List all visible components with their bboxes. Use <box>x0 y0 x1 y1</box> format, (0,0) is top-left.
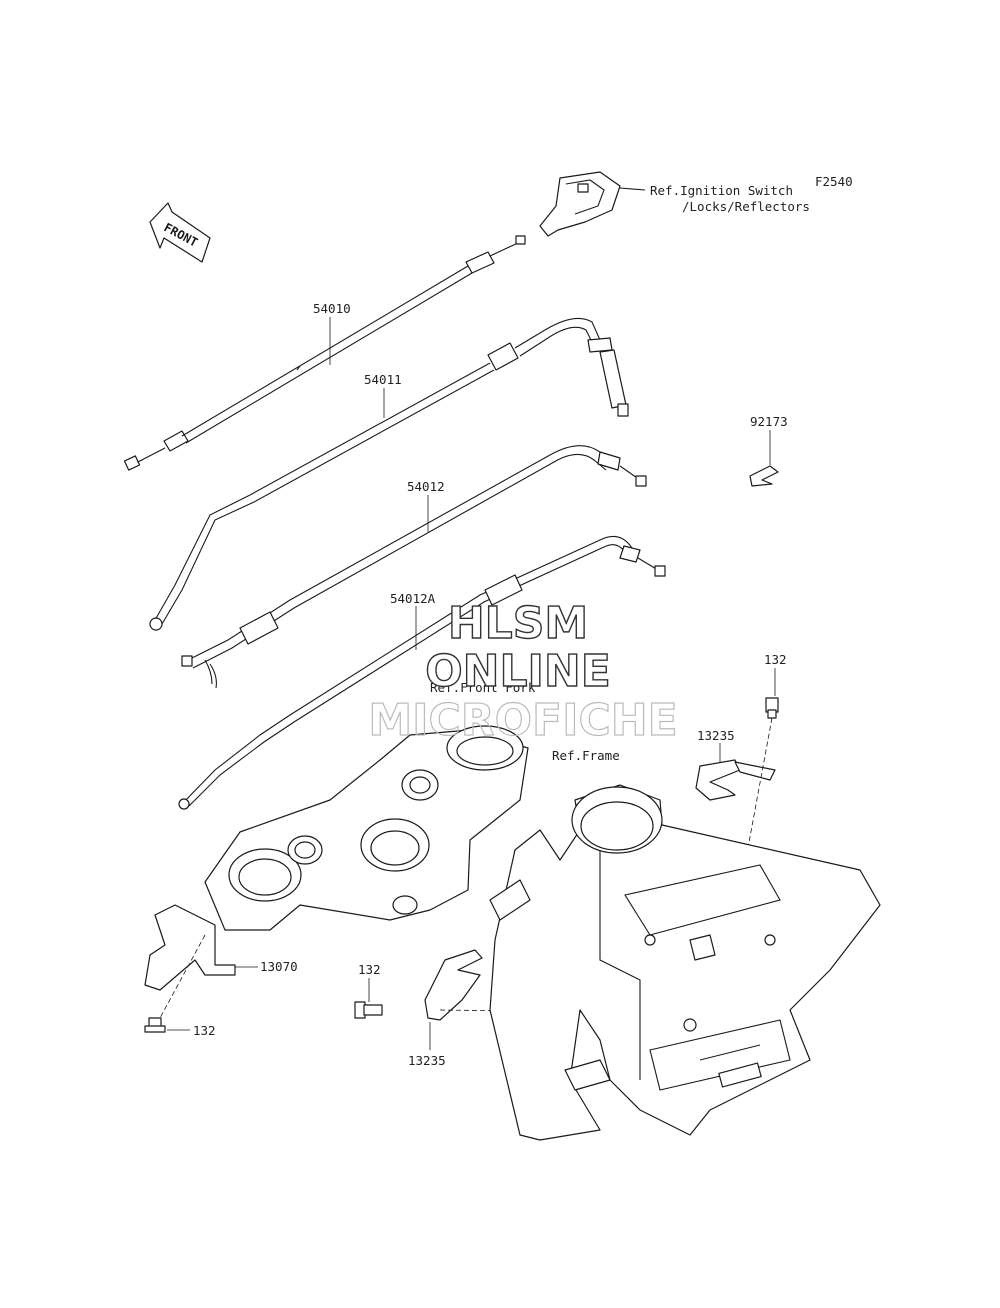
frame <box>489 784 881 1141</box>
cable-54012a <box>178 535 666 810</box>
diagram-id: F2540 <box>815 174 853 189</box>
front-arrow-icon: FRONT <box>149 202 211 263</box>
label-13235-bot: 13235 <box>408 1053 446 1068</box>
label-54010: 54010 <box>313 301 351 316</box>
ref-ignition-label-1: Ref.Ignition Switch <box>650 183 793 198</box>
clamp-92173 <box>749 465 779 487</box>
label-132-mid: 132 <box>358 962 381 977</box>
ignition-switch-bracket <box>539 171 646 237</box>
cable-54011 <box>149 317 629 631</box>
bracket-13235-bot <box>424 949 483 1021</box>
label-132-left: 132 <box>193 1023 216 1038</box>
bracket-13235-top <box>695 759 776 801</box>
watermark: HLSM ONLINE MICROFICHE <box>368 597 679 746</box>
bolt-132-top <box>765 697 779 719</box>
watermark-line-3: MICROFICHE <box>368 695 677 746</box>
label-13070: 13070 <box>260 959 298 974</box>
watermark-line-1: HLSM <box>448 598 588 649</box>
ref-front-fork-label: Ref.Front Fork <box>430 680 536 695</box>
cable-54012 <box>181 445 647 689</box>
bolt-132-mid <box>354 1001 383 1019</box>
watermark-line-2: ONLINE <box>425 646 611 697</box>
label-54011: 54011 <box>364 372 402 387</box>
ref-ignition-label-2: /Locks/Reflectors <box>682 199 810 214</box>
label-13235-top: 13235 <box>697 728 735 743</box>
label-54012: 54012 <box>407 479 445 494</box>
cable-54010 <box>123 235 526 471</box>
ref-frame-label: Ref.Frame <box>552 748 620 763</box>
label-92173: 92173 <box>750 414 788 429</box>
top-bridge <box>204 725 529 931</box>
label-54012a: 54012A <box>390 591 436 606</box>
bracket-13070 <box>144 904 236 991</box>
label-132-top: 132 <box>764 652 787 667</box>
bolt-132-left <box>144 1017 166 1033</box>
